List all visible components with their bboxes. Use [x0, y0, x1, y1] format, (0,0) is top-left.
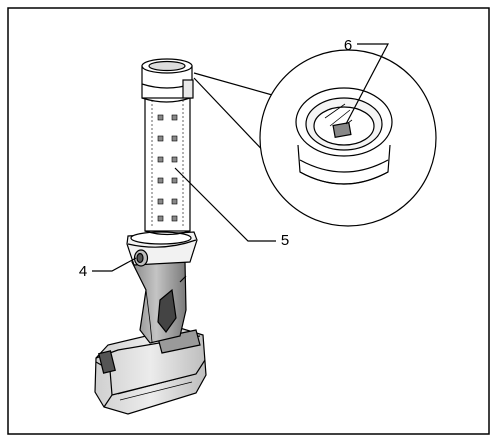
- callout-5-label: 5: [281, 232, 289, 249]
- switch-collar: [126, 231, 198, 267]
- callout-4: 4: [79, 257, 137, 280]
- lens-tube: [144, 95, 191, 236]
- sensor-chip: [332, 122, 352, 138]
- handle: [131, 261, 187, 344]
- battery-pack: [94, 327, 207, 415]
- detail-magnifier: [193, 49, 437, 227]
- callout-4-label: 4: [79, 263, 87, 280]
- callout-5: 5: [174, 167, 289, 249]
- figure-border: [7, 7, 490, 435]
- top-cap: [141, 58, 194, 103]
- flashlight-illustration: [94, 58, 207, 415]
- callout-6-label: 6: [344, 37, 352, 54]
- led-array: [157, 114, 178, 222]
- callout-6: 6: [344, 37, 389, 125]
